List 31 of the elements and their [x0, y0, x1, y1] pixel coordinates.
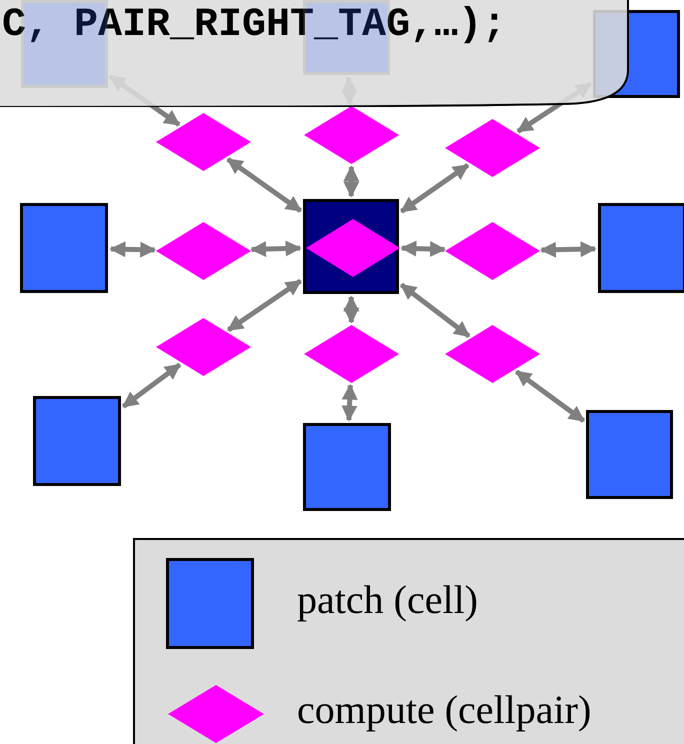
double-arrow [540, 241, 597, 258]
compute-diamond [306, 219, 400, 277]
callout-bubble [0, 0, 630, 107]
patch-square [20, 203, 108, 293]
compute-diamond [445, 119, 540, 177]
double-arrow [122, 362, 182, 408]
double-arrow [515, 370, 586, 423]
double-arrow [341, 384, 358, 422]
double-arrow [400, 282, 470, 338]
double-arrow [109, 241, 156, 258]
double-arrow [343, 165, 360, 198]
double-arrow [227, 278, 302, 332]
compute-diamond [156, 318, 251, 376]
code-text: C, PAIR_RIGHT_TAG,…); [2, 3, 506, 48]
compute-diamond [156, 222, 251, 280]
active-patch-square [303, 199, 399, 294]
patch-square [303, 423, 391, 511]
legend-text: patch (cell) [297, 576, 478, 623]
double-arrow [250, 240, 302, 258]
compute-diamond [445, 222, 540, 280]
patch-square [586, 410, 673, 499]
double-arrow [400, 240, 446, 258]
patch-square [598, 203, 684, 293]
legend-text: compute (cellpair) [297, 686, 592, 733]
compute-diamond [445, 325, 540, 383]
double-arrow [343, 295, 360, 324]
double-arrow [226, 157, 302, 213]
double-arrow [400, 163, 470, 214]
compute-diamond [156, 113, 251, 171]
compute-diamond [304, 325, 399, 383]
patch-square [33, 396, 121, 486]
